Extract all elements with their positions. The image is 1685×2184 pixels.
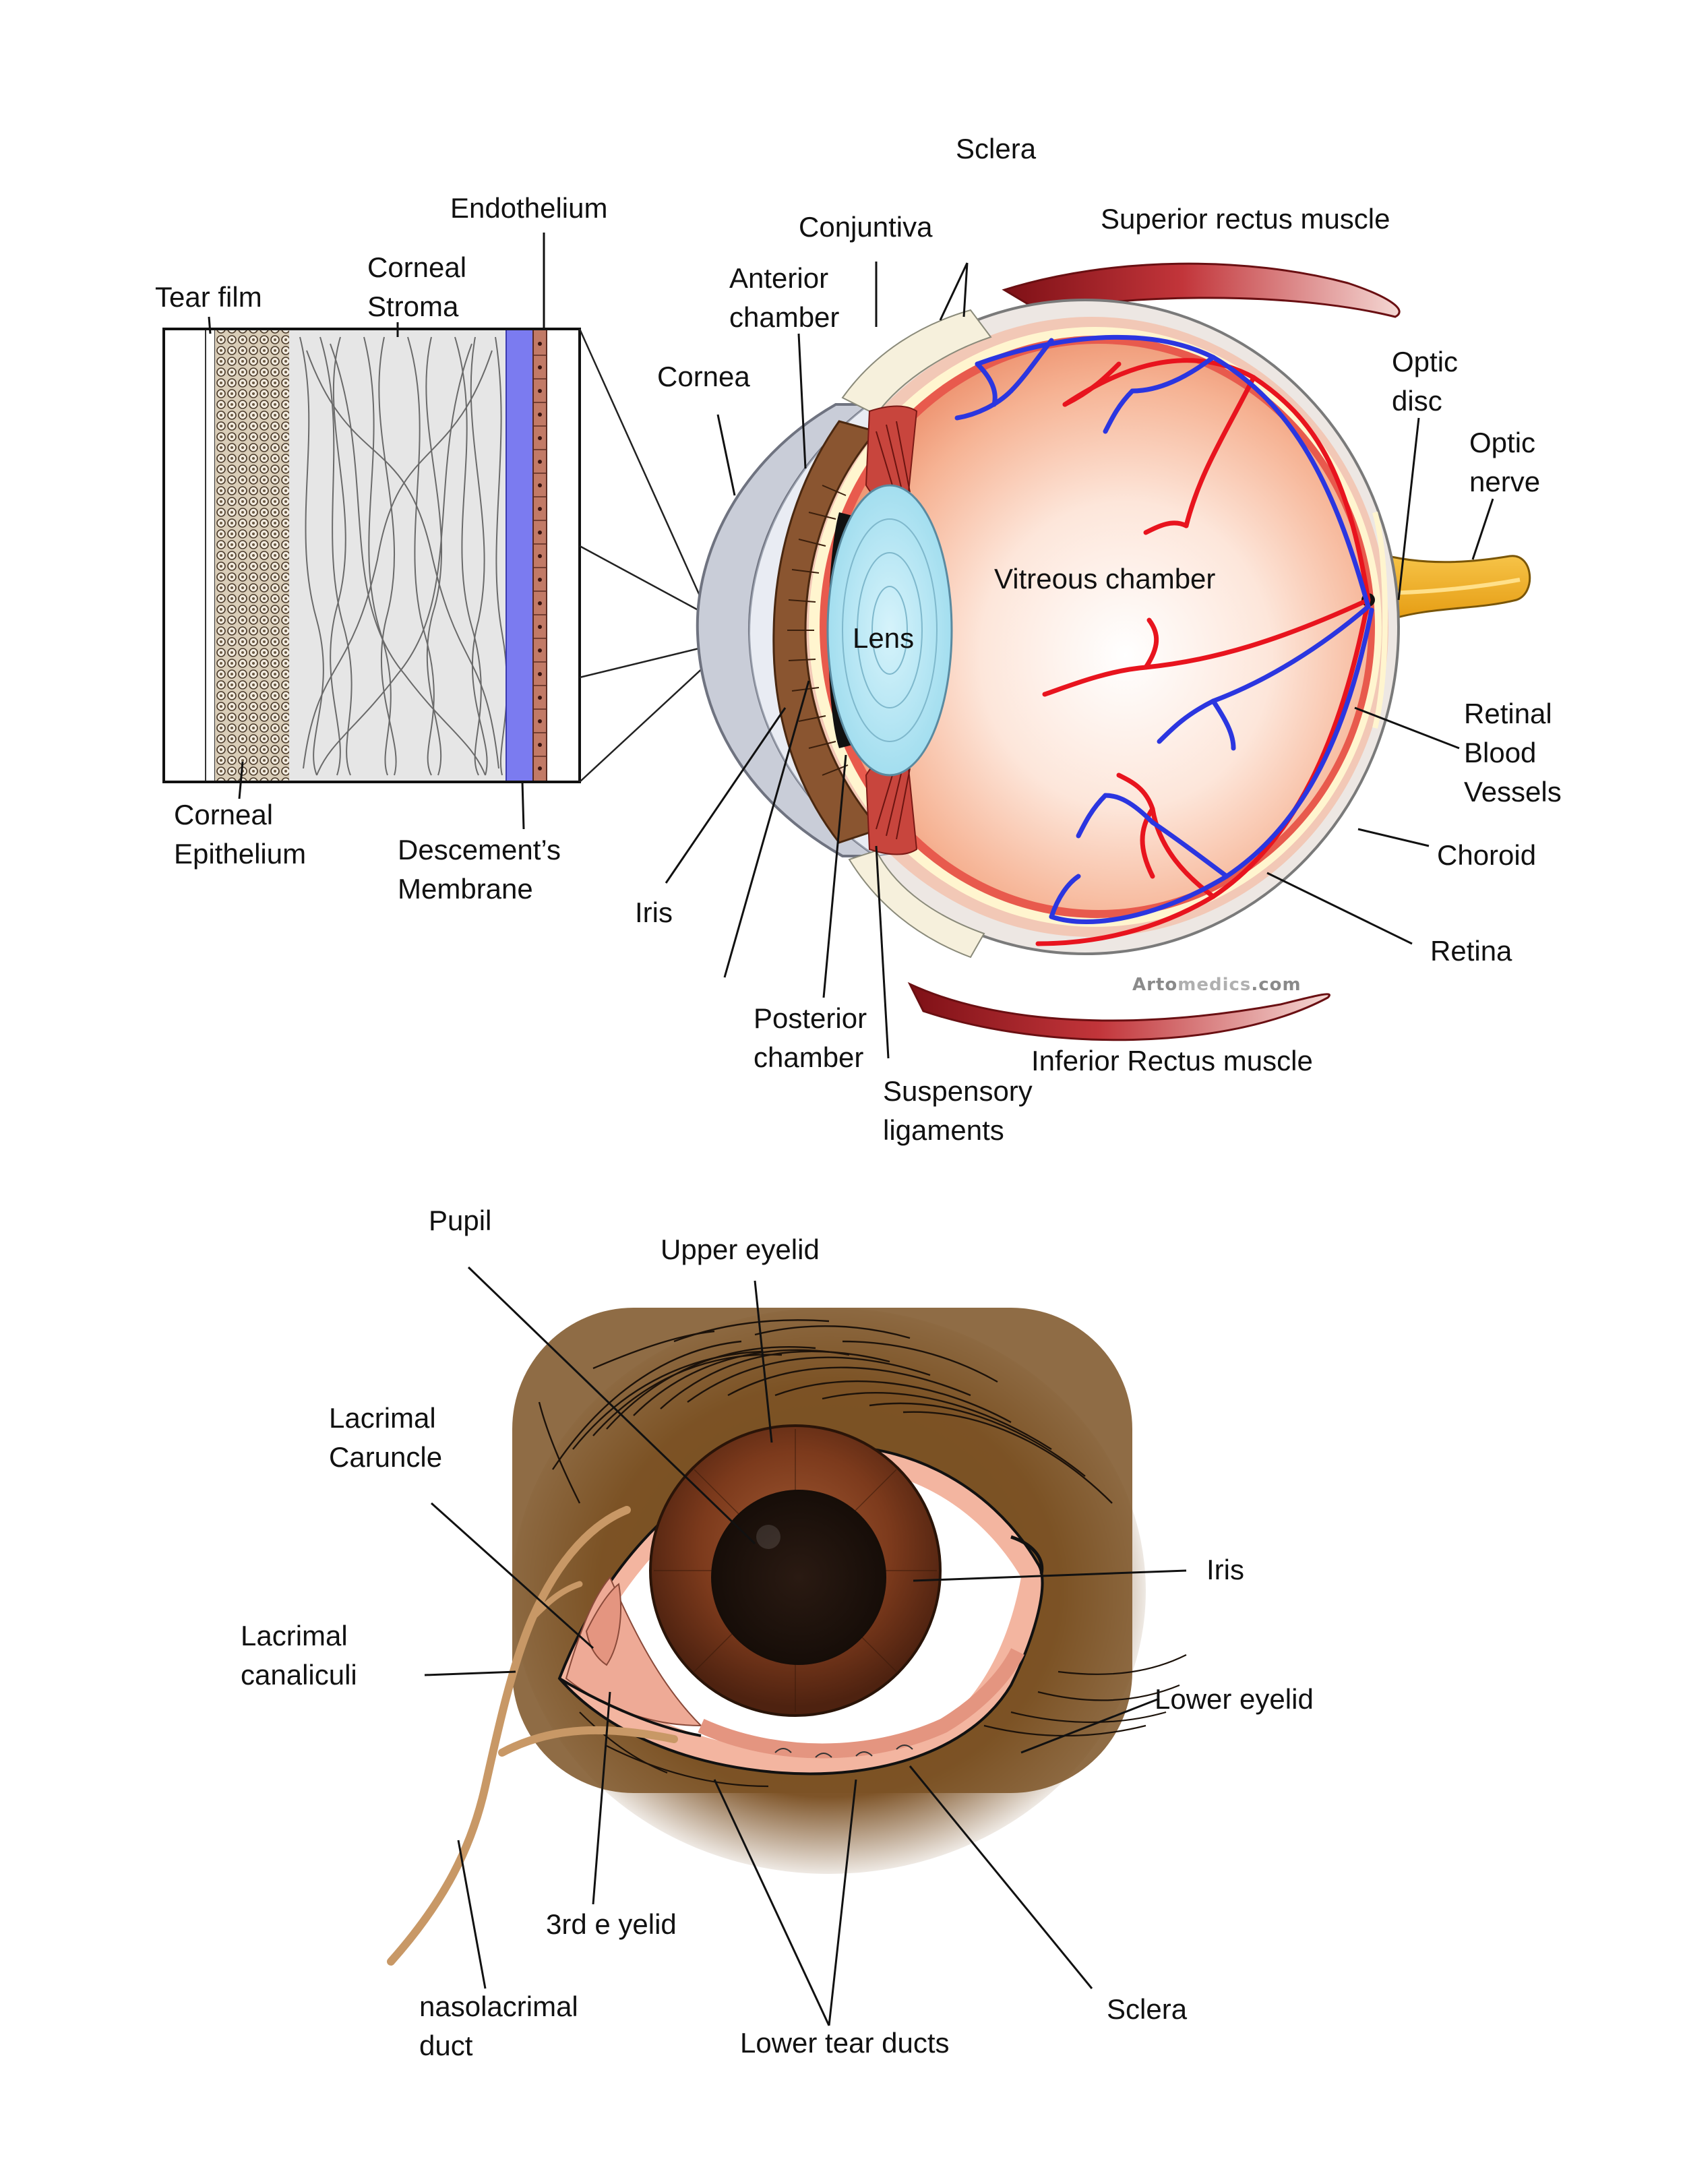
inferior-rectus-muscle (907, 981, 1330, 1041)
label-retina: Retina (1430, 935, 1512, 967)
label-choroid: Choroid (1437, 839, 1537, 871)
tear-duct-openings (774, 1745, 913, 1758)
label-tear-film: Tear film (155, 281, 262, 313)
eye-cross-section (696, 262, 1531, 1041)
iris-tissue (772, 420, 882, 844)
label-sclera-external: Sclera (1107, 1993, 1188, 2025)
tear-film-layer (205, 328, 216, 783)
descemets-membrane-layer (506, 328, 534, 783)
label-lens: Lens (853, 622, 915, 654)
label-third-eyelid: 3rd e yelid (546, 1908, 677, 1940)
leader-lines-bottom (424, 1266, 1187, 2026)
conjunctiva-top (841, 309, 992, 416)
endothelium-cell-borders (533, 355, 547, 757)
label-endothelium: Endothelium (450, 192, 608, 224)
label-upper-eyelid: Upper eyelid (661, 1234, 820, 1265)
endothelium-cells (538, 342, 542, 770)
stroma-fibers (299, 336, 508, 776)
label-conjuntiva: Conjuntiva (799, 211, 933, 243)
corneal-stroma-layer (289, 329, 506, 782)
upper-eyelashes (538, 1319, 1113, 1504)
vitreous-chamber-body (829, 344, 1368, 910)
nasolacrimal-system (387, 1506, 631, 1966)
leader-lines-top (208, 233, 1494, 1059)
lacrimal-caruncle (585, 1583, 621, 1666)
label-superior-rectus: Superior rectus muscle (1101, 203, 1390, 235)
label-iris-cross-section: Iris (635, 897, 673, 928)
label-inferior-rectus: Inferior Rectus muscle (1031, 1045, 1313, 1076)
retinal-arteries (1035, 358, 1371, 946)
lens-shape (826, 484, 953, 777)
label-pupil: Pupil (429, 1205, 492, 1236)
retinal-veins (954, 334, 1374, 924)
pupil-disc (711, 1490, 886, 1665)
label-vitreous-chamber: Vitreous chamber (994, 563, 1216, 595)
optic-nerve (1374, 551, 1531, 621)
corneal-layers-diagram (162, 328, 715, 783)
watermark: Artomedics.com (1132, 975, 1301, 995)
label-iris-external: Iris (1206, 1554, 1244, 1585)
superior-rectus-muscle (1002, 262, 1401, 318)
label-cornea: Cornea (657, 361, 750, 392)
iris-striations (787, 485, 849, 776)
corneal-epithelium-layer (215, 329, 289, 782)
label-lower-tear-ducts: Lower tear ducts (740, 2027, 950, 2059)
external-eye (387, 1308, 1187, 1966)
label-lower-eyelid: Lower eyelid (1155, 1683, 1314, 1715)
suspensory-ligament-fibers (876, 421, 911, 840)
label-sclera-top: Sclera (956, 133, 1037, 164)
zoom-lines (578, 328, 715, 783)
lower-eyelid-rim (698, 1647, 1024, 1759)
